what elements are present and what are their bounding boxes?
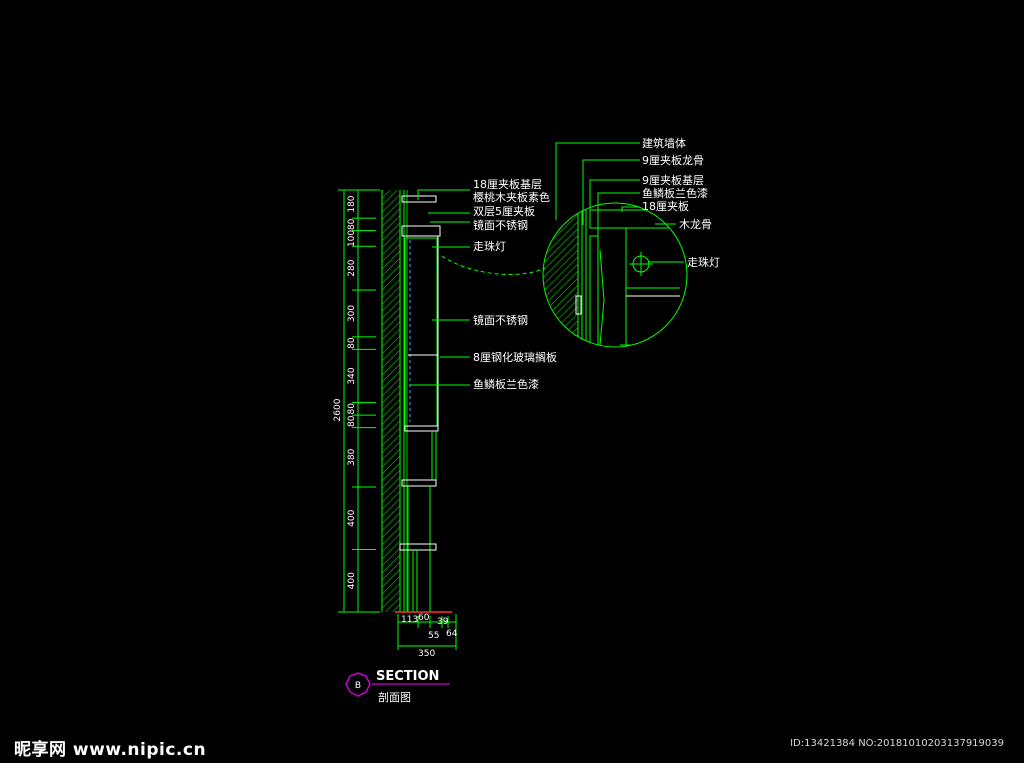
dim-bottom-64: 64 [446, 629, 458, 639]
main-label: 镜面不锈钢 [473, 218, 528, 232]
detail-label: 木龙骨 [679, 218, 712, 231]
section-title: SECTION [376, 669, 439, 684]
detail-label: 9厘夹板龙骨 [642, 153, 704, 167]
vertical-dim-label: 280 [347, 259, 357, 276]
vertical-dim-label: 100 [347, 230, 357, 247]
section-subtitle: 剖面图 [378, 690, 411, 704]
dim-bottom-113: 113 [401, 615, 418, 625]
main-labels: 18厘夹板基层樱桃木夹板素色双层5厘夹板镜面不锈钢走珠灯镜面不锈钢8厘钢化玻璃搁… [473, 177, 557, 391]
vertical-dim-label: 180 [347, 195, 357, 212]
vertical-dim-label: 300 [347, 305, 357, 322]
dim-bottom-60: 60 [418, 613, 430, 623]
dim-bottom-39: 39 [437, 617, 449, 627]
bottom-dimension-chain [397, 614, 457, 650]
main-label: 走珠灯 [473, 239, 506, 253]
main-label: 镜面不锈钢 [473, 313, 528, 327]
cabinet-section [395, 190, 452, 613]
vertical-dim-label: 80 [347, 337, 357, 349]
detail-label: 走珠灯 [687, 255, 720, 269]
detail-leaders [555, 142, 684, 263]
main-label: 8厘钢化玻璃搁板 [473, 350, 557, 364]
detail-label: 9厘夹板基层 [642, 173, 704, 187]
total-height-label: 2600 [333, 398, 343, 421]
main-leaders [410, 189, 470, 386]
dim-bottom-55: 55 [428, 631, 439, 641]
vertical-dim-label: 400 [347, 572, 357, 589]
vertical-dim-label: 80 [347, 415, 357, 427]
main-label: 18厘夹板基层 [473, 177, 542, 191]
detail-label: 鱼鳞板兰色漆 [642, 186, 708, 200]
detail-label: 建筑墙体 [642, 136, 686, 150]
building-wall [381, 190, 401, 612]
vertical-dim-label: 400 [347, 509, 357, 526]
vertical-dim-label: 340 [347, 367, 357, 384]
image-id-text: ID:13421384 NO:20181010203137919039 [790, 738, 1004, 749]
dim-bottom-350: 350 [418, 649, 435, 659]
detail-callout-line [441, 255, 546, 275]
vertical-dim-label: 380 [347, 448, 357, 465]
watermark-logo: 昵享网 www.nipic.cn [14, 740, 207, 760]
vertical-dimension-chain [338, 189, 380, 613]
section-marker-letter: B [355, 681, 361, 691]
main-label: 鱼鳞板兰色漆 [473, 377, 539, 391]
detail-label: 18厘夹板 [642, 199, 689, 213]
main-label: 樱桃木夹板素色 [473, 190, 550, 204]
vertical-dim-label: 80 [347, 218, 357, 230]
vertical-dim-label: 80 [347, 403, 357, 415]
main-label: 双层5厘夹板 [473, 204, 535, 218]
section-marker: B [345, 672, 450, 697]
